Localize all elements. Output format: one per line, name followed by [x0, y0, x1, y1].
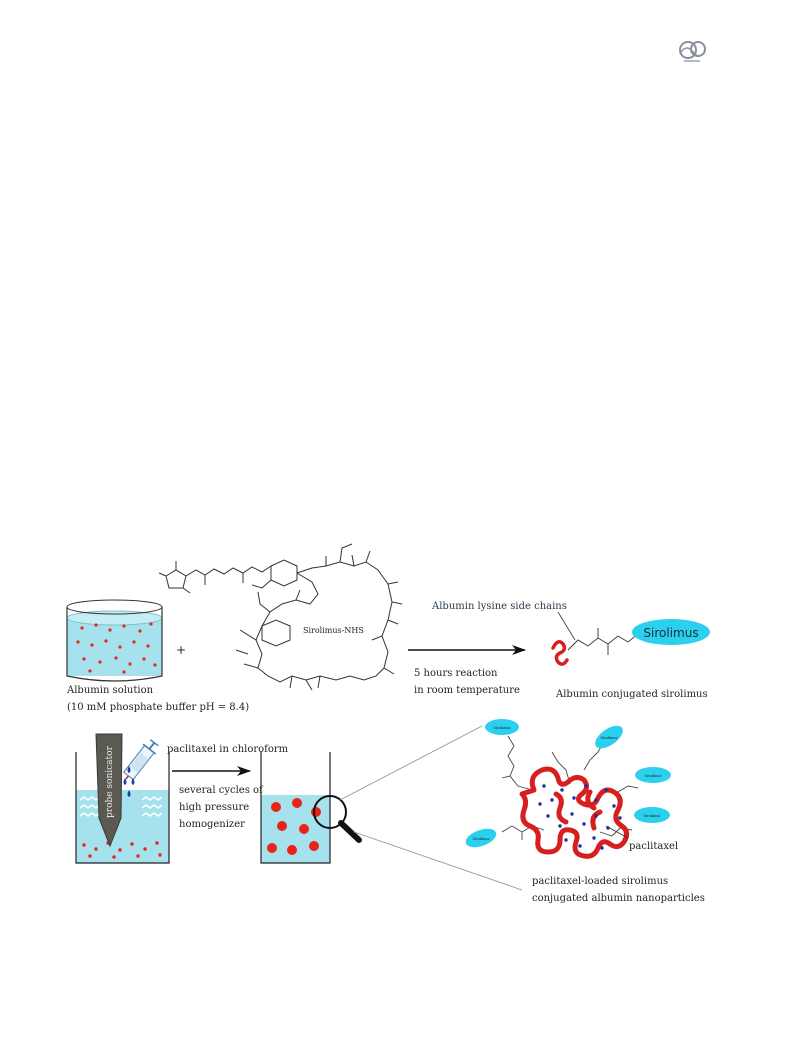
nanoparticle-caption-line1: paclitaxel-loaded sirolimus	[532, 876, 668, 887]
paclitaxel-label: paclitaxel	[629, 841, 678, 852]
probe-sonicator-label: probe sonicator	[105, 745, 115, 818]
np-badge-4-label: Sirolimus	[644, 814, 661, 818]
lysine-pointer	[557, 611, 576, 641]
homogenizer-step3: homogenizer	[179, 819, 245, 830]
nanoparticle-beaker	[260, 752, 331, 864]
albumin-conjugated-label: Albumin conjugated sirolimus	[555, 689, 708, 700]
paclitaxel-pointer	[605, 825, 629, 839]
zoom-lines	[339, 725, 523, 891]
albumin-dots	[76, 622, 157, 674]
syringe-icon	[123, 739, 159, 781]
sonication-waves	[79, 796, 163, 817]
np-badge-1-label: Sirolimus	[494, 726, 511, 730]
nanoparticle-caption-line2: conjugated albumin nanoparticles	[532, 893, 705, 904]
sonication-drug-dots	[82, 841, 162, 859]
sirolimus-badge	[632, 619, 710, 645]
sirolimus-nhs-label: Sirolimus-NHS	[303, 626, 364, 635]
reaction-time-label: 5 hours reaction	[414, 668, 498, 679]
sirolimus-nhs-structure	[158, 543, 403, 691]
sirolimus-badge-label: Sirolimus	[643, 626, 698, 640]
paclitaxel-chloroform-label: paclitaxel in chloroform	[167, 744, 289, 755]
albumin-buffer-label: (10 mM phosphate buffer pH = 8.4)	[67, 702, 249, 713]
probe-sonicator-icon	[95, 733, 123, 848]
reaction-temp-label: in room temperature	[414, 685, 520, 696]
magnifier-icon	[313, 795, 362, 843]
np-badge-3	[635, 767, 671, 783]
chloroform-drops	[123, 766, 135, 797]
paclitaxel-dots	[538, 784, 622, 850]
np-badge-1	[485, 719, 519, 735]
homogenizer-step1: several cycles of	[179, 785, 264, 796]
nanoparticles	[267, 798, 321, 855]
sonication-beaker	[75, 752, 170, 864]
albumin-fragment	[551, 640, 569, 666]
np-badge-3-label: Sirolimus	[645, 774, 662, 778]
np-badge-5	[465, 828, 497, 848]
np-badge-4	[634, 807, 670, 823]
np-badge-2-label: Sirolimus	[601, 736, 618, 740]
lysine-side-chains-label: Albumin lysine side chains	[431, 601, 567, 612]
albumin-solution-label: Albumin solution	[66, 685, 154, 696]
journal-logo-icon	[679, 41, 706, 62]
plus-sign: +	[176, 643, 186, 657]
zoomed-nanoparticle: Sirolimus Sirolimus Sirolimus Sirolimus …	[465, 719, 671, 859]
homogenizer-step2: high pressure	[179, 802, 249, 813]
albumin-protein-blob	[519, 766, 630, 859]
albumin-solution-beaker	[66, 599, 163, 682]
lysine-linker-chain	[567, 628, 639, 655]
np-badge-2	[595, 725, 623, 749]
np-badge-5-label: Sirolimus	[473, 837, 490, 841]
